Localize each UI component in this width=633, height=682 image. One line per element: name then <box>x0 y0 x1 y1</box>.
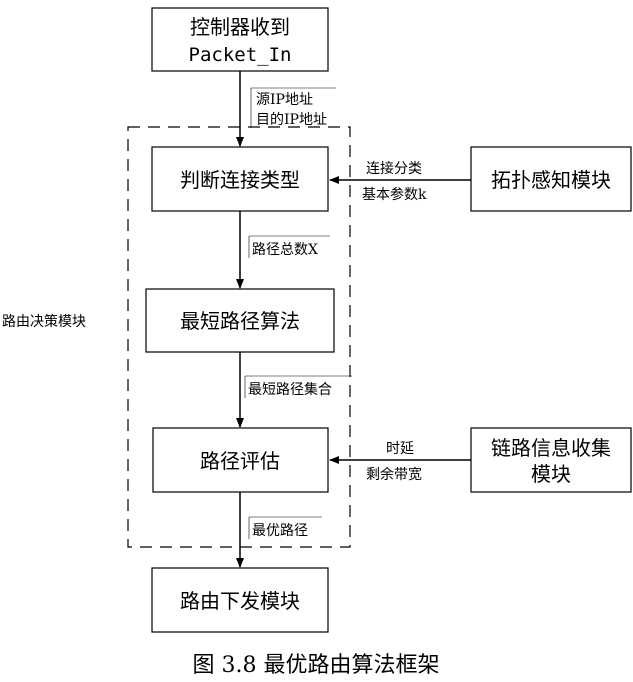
edge-evaluate-label: 最优路径 <box>252 523 308 539</box>
node-link-info-collection: 链路信息收集 模块 <box>470 427 632 493</box>
node-judge-connection-type: 判断连接类型 <box>151 146 329 212</box>
node-linkinfo-line1: 链路信息收集 <box>491 436 611 460</box>
edge-evaluate-to-dispatch: 最优路径 <box>236 492 322 568</box>
edge-topology-to-judge: 连接分类 基本参数k <box>329 160 471 203</box>
edge-judge-to-shortest: 路径总数X <box>236 211 330 289</box>
edge-linkinfo-to-evaluate: 时延 剩余带宽 <box>329 441 471 483</box>
node-receive-line1: 控制器收到 <box>190 15 290 39</box>
edge-receive-label-line1: 源IP地址 <box>256 92 313 108</box>
routing-decision-group <box>127 126 351 548</box>
node-shortest-label: 最短路径算法 <box>180 309 300 333</box>
node-shortest-path: 最短路径算法 <box>145 288 335 353</box>
edge-topology-label-line1: 连接分类 <box>366 160 422 177</box>
edge-linkinfo-label-line1: 时延 <box>386 441 414 457</box>
node-receive-packet-in: 控制器收到 Packet_In <box>151 7 329 72</box>
node-dispatch-label: 路由下发模块 <box>180 589 300 613</box>
node-receive-line2: Packet_In <box>189 44 292 66</box>
node-route-dispatch: 路由下发模块 <box>151 567 329 633</box>
node-path-evaluation: 路径评估 <box>152 427 329 493</box>
edge-receive-to-judge: 源IP地址 目的IP地址 <box>236 71 336 147</box>
edge-judge-label: 路径总数X <box>252 242 318 258</box>
node-topology-label: 拓扑感知模块 <box>491 168 611 192</box>
edge-linkinfo-label-line2: 剩余带宽 <box>366 466 422 483</box>
edge-receive-label-line2: 目的IP地址 <box>256 112 327 128</box>
node-judge-label: 判断连接类型 <box>180 168 300 192</box>
edge-shortest-to-evaluate: 最短路径集合 <box>236 352 352 428</box>
figure-caption: 图 3.8 最优路由算法框架 <box>193 653 440 678</box>
routing-decision-group-label: 路由决策模块 <box>2 313 86 330</box>
edge-topology-label-line2: 基本参数k <box>362 186 427 203</box>
node-evaluate-label: 路径评估 <box>200 449 280 473</box>
node-linkinfo-line2: 模块 <box>531 462 571 486</box>
node-topology-awareness: 拓扑感知模块 <box>470 146 632 212</box>
edge-shortest-label: 最短路径集合 <box>248 381 332 398</box>
